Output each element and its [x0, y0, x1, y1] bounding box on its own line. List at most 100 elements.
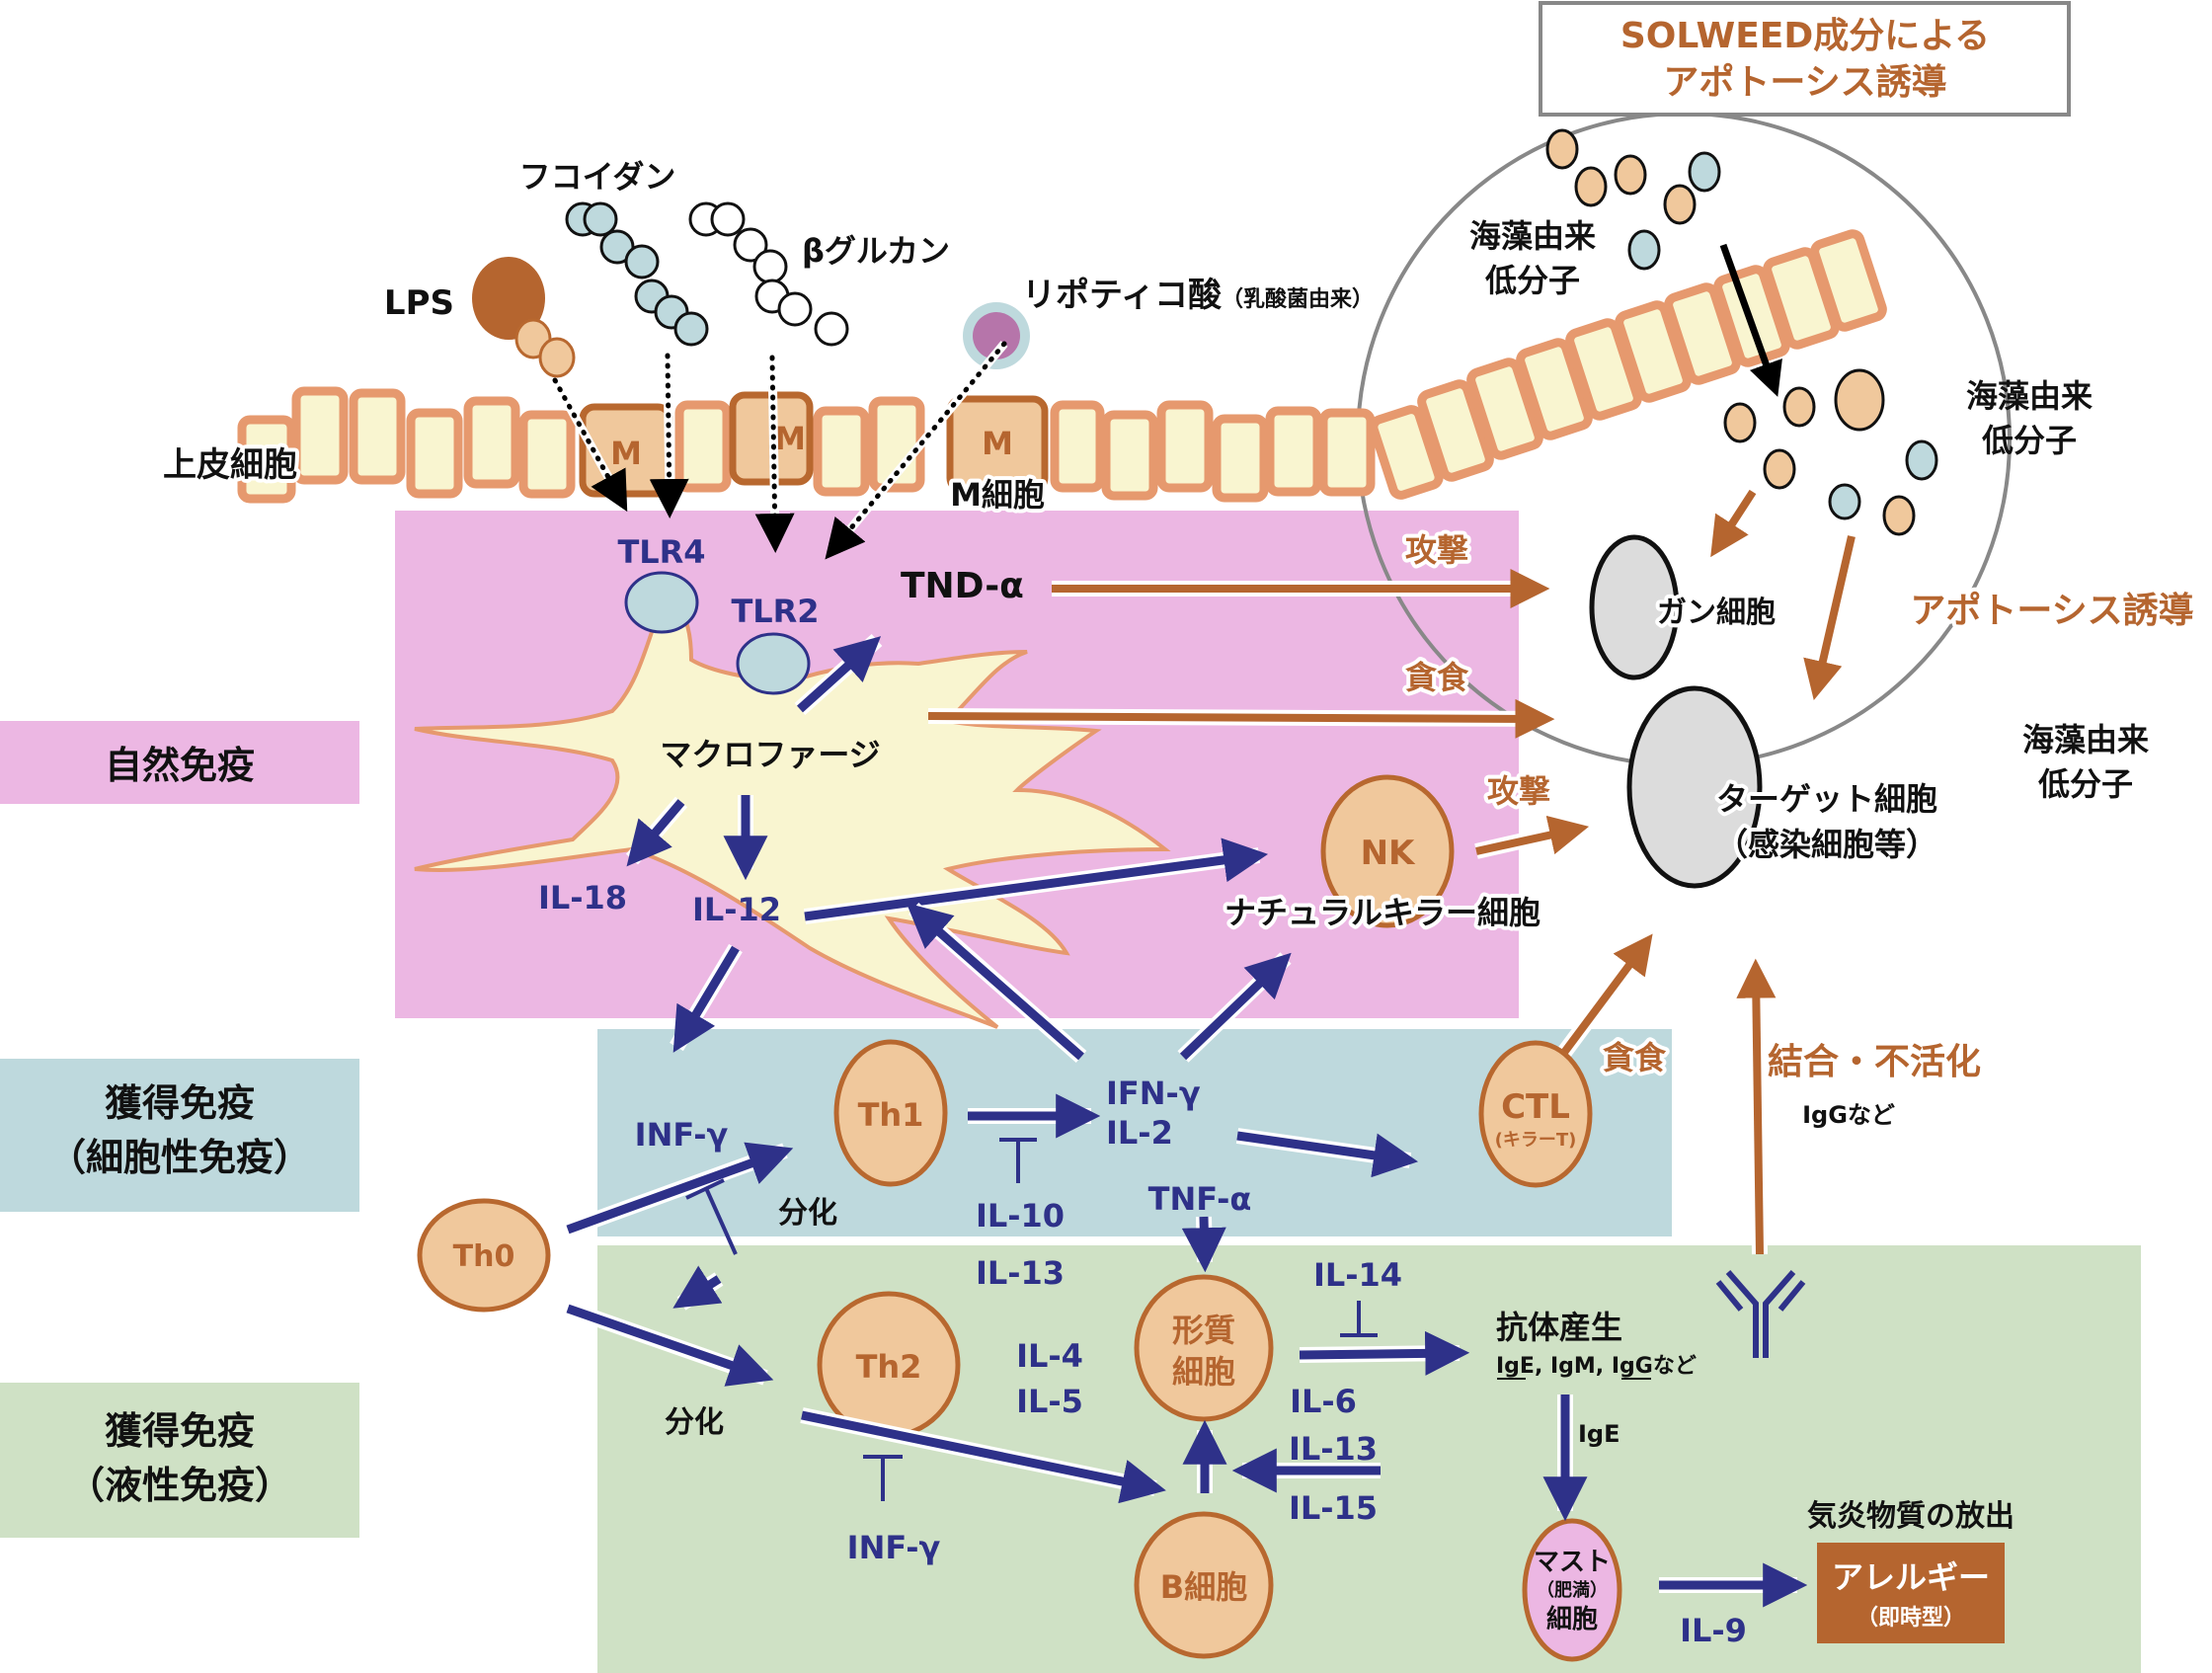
differentiation-label-1: 分化 [778, 1196, 837, 1231]
humoral-arrows [800, 1301, 1808, 1608]
side-label-cellular-2: （細胞性免疫） [48, 1136, 311, 1179]
side-label-humoral-2: （液性免疫） [67, 1464, 292, 1507]
il13-label: IL-13 [1289, 1430, 1378, 1468]
mast-cell-label-2: （肥満） [1537, 1579, 1608, 1601]
side-label-innate: 自然免疫 [105, 744, 255, 787]
beta-glucan-label: βグルカン [802, 232, 950, 270]
seaweed-label-1a: 海藻由来 [1469, 217, 1596, 255]
nk-letter: NK [1361, 834, 1416, 873]
plasma-cell-label-2: 細胞 [1172, 1353, 1235, 1391]
th1-cell [833, 1039, 948, 1187]
seaweed-label-3a: 海藻由来 [2022, 721, 2149, 758]
mast-cell-label-3: 細胞 [1546, 1604, 1598, 1634]
binding-note: IgGなど [1802, 1101, 1895, 1129]
antibody-icon [1715, 1270, 1806, 1358]
fucoidan-molecule [565, 201, 709, 347]
title-box [1539, 1, 2071, 117]
inf-gamma-label-2: INF-γ [847, 1529, 941, 1566]
seaweed-label-2b: 低分子 [1982, 422, 2077, 459]
lipoteichoic-molecule [963, 302, 1030, 369]
th0-label: Th0 [453, 1239, 515, 1274]
lipoteichoic-label: リポティコ酸（乳酸菌由来） [1022, 276, 1374, 315]
antibody-types-label: IgE, IgM, IgGなど [1496, 1354, 1697, 1379]
macrophage-body [414, 590, 1171, 1029]
title-line-1: SOLWEED成分による [1620, 16, 1990, 56]
attack-label-1: 攻撃 [1405, 531, 1468, 569]
side-band-innate [0, 721, 359, 804]
th0-cell [417, 1198, 551, 1313]
seaweed-entry-arrow [1719, 243, 1782, 397]
m-letter-3: M [982, 425, 1013, 462]
cancer-cell-label: ガン細胞 [1657, 596, 1776, 630]
il18-label: IL-18 [538, 879, 627, 916]
m-letter-2: M [774, 420, 806, 457]
ctl-sublabel: (キラーT) [1495, 1130, 1577, 1151]
inf-gamma-label: INF-γ [635, 1116, 729, 1154]
il2-label: IL-2 [1106, 1114, 1173, 1152]
ctl-label: CTL [1501, 1087, 1570, 1127]
il6-label: IL-6 [1290, 1383, 1357, 1420]
m-letter-1: M [610, 435, 642, 472]
title-line-2: アポトーシス誘導 [1663, 61, 1946, 103]
phagocytosis-label-1: 貪食 [1405, 659, 1469, 696]
plasma-cell [1134, 1274, 1274, 1422]
th2-label: Th2 [856, 1348, 922, 1386]
cancer-cell [1589, 534, 1680, 680]
fucoidan-label: フコイダン [519, 158, 676, 196]
beta-glucan-molecule [688, 201, 849, 347]
tlr2-receptor [736, 632, 811, 695]
effect-arrows [927, 489, 1856, 1255]
target-cell-label: ターゲット細胞 [1716, 780, 1937, 818]
b-cell [1134, 1511, 1274, 1659]
ligand-arrows [551, 341, 1008, 560]
binding-label: 結合・不活化 [1768, 1042, 1981, 1082]
il10-label: IL-10 [976, 1197, 1065, 1235]
cellular-arrows [565, 1093, 1419, 1387]
tlr2-label: TLR2 [731, 593, 819, 630]
nk-label: ナチュラルキラー細胞 [1224, 894, 1540, 931]
allergy-label: アレルギー [1832, 1558, 1990, 1596]
phagocytosis-label-2: 貪食 [1603, 1039, 1667, 1076]
side-label-humoral-1: 獲得免疫 [105, 1409, 255, 1453]
il5-label: IL-5 [1016, 1383, 1083, 1420]
lps-molecule [472, 257, 576, 378]
seaweed-label-1b: 低分子 [1485, 262, 1580, 299]
lps-label: LPS [384, 283, 454, 323]
il12-label: IL-12 [692, 891, 781, 928]
il15-label: IL-15 [1289, 1489, 1378, 1527]
ctl-cell [1478, 1040, 1593, 1188]
allergy-box [1817, 1543, 2005, 1643]
target-cell [1626, 685, 1763, 889]
cytokine-arrows [625, 634, 1292, 1063]
seaweed-label-3b: 低分子 [2038, 765, 2133, 803]
il9-label: IL-9 [1680, 1612, 1747, 1649]
tlr4-label: TLR4 [617, 533, 705, 571]
epithelium-label: 上皮細胞 [163, 445, 297, 485]
mast-cell-label-1: マスト [1534, 1548, 1611, 1577]
plasma-cell-label-1: 形質 [1172, 1312, 1235, 1349]
apoptosis-label: アポトーシス誘導 [1910, 590, 2193, 631]
m-cell-label: M細胞 [950, 476, 1045, 514]
differentiation-label-2: 分化 [665, 1405, 724, 1440]
ifn-gamma-label: IFN-γ [1106, 1075, 1201, 1112]
target-cell-sub: （感染細胞等） [1716, 826, 1937, 863]
side-band-cellular [0, 1059, 359, 1212]
attack-label-2: 攻撃 [1487, 772, 1550, 810]
lipoteichoic-note: （乳酸菌由来） [1222, 286, 1374, 312]
th1-label: Th1 [858, 1096, 924, 1134]
side-band-humoral [0, 1383, 359, 1538]
nk-cell [1320, 774, 1455, 928]
tlr4-receptor [624, 571, 699, 634]
antibody-production-label: 抗体産生 [1496, 1309, 1622, 1346]
side-label-cellular-1: 獲得免疫 [105, 1081, 255, 1125]
il4-label: IL-4 [1016, 1337, 1083, 1375]
il13-top-label: IL-13 [976, 1254, 1065, 1292]
tnd-alpha-label: TND-α [901, 566, 1024, 606]
seaweed-label-2a: 海藻由来 [1966, 377, 2093, 415]
il14-label: IL-14 [1313, 1256, 1402, 1294]
b-cell-label: B細胞 [1160, 1568, 1247, 1606]
tnf-alpha-label: TNF-α [1148, 1180, 1252, 1218]
seaweed-molecules [1545, 128, 1938, 536]
ige-label: IgE [1578, 1420, 1620, 1448]
